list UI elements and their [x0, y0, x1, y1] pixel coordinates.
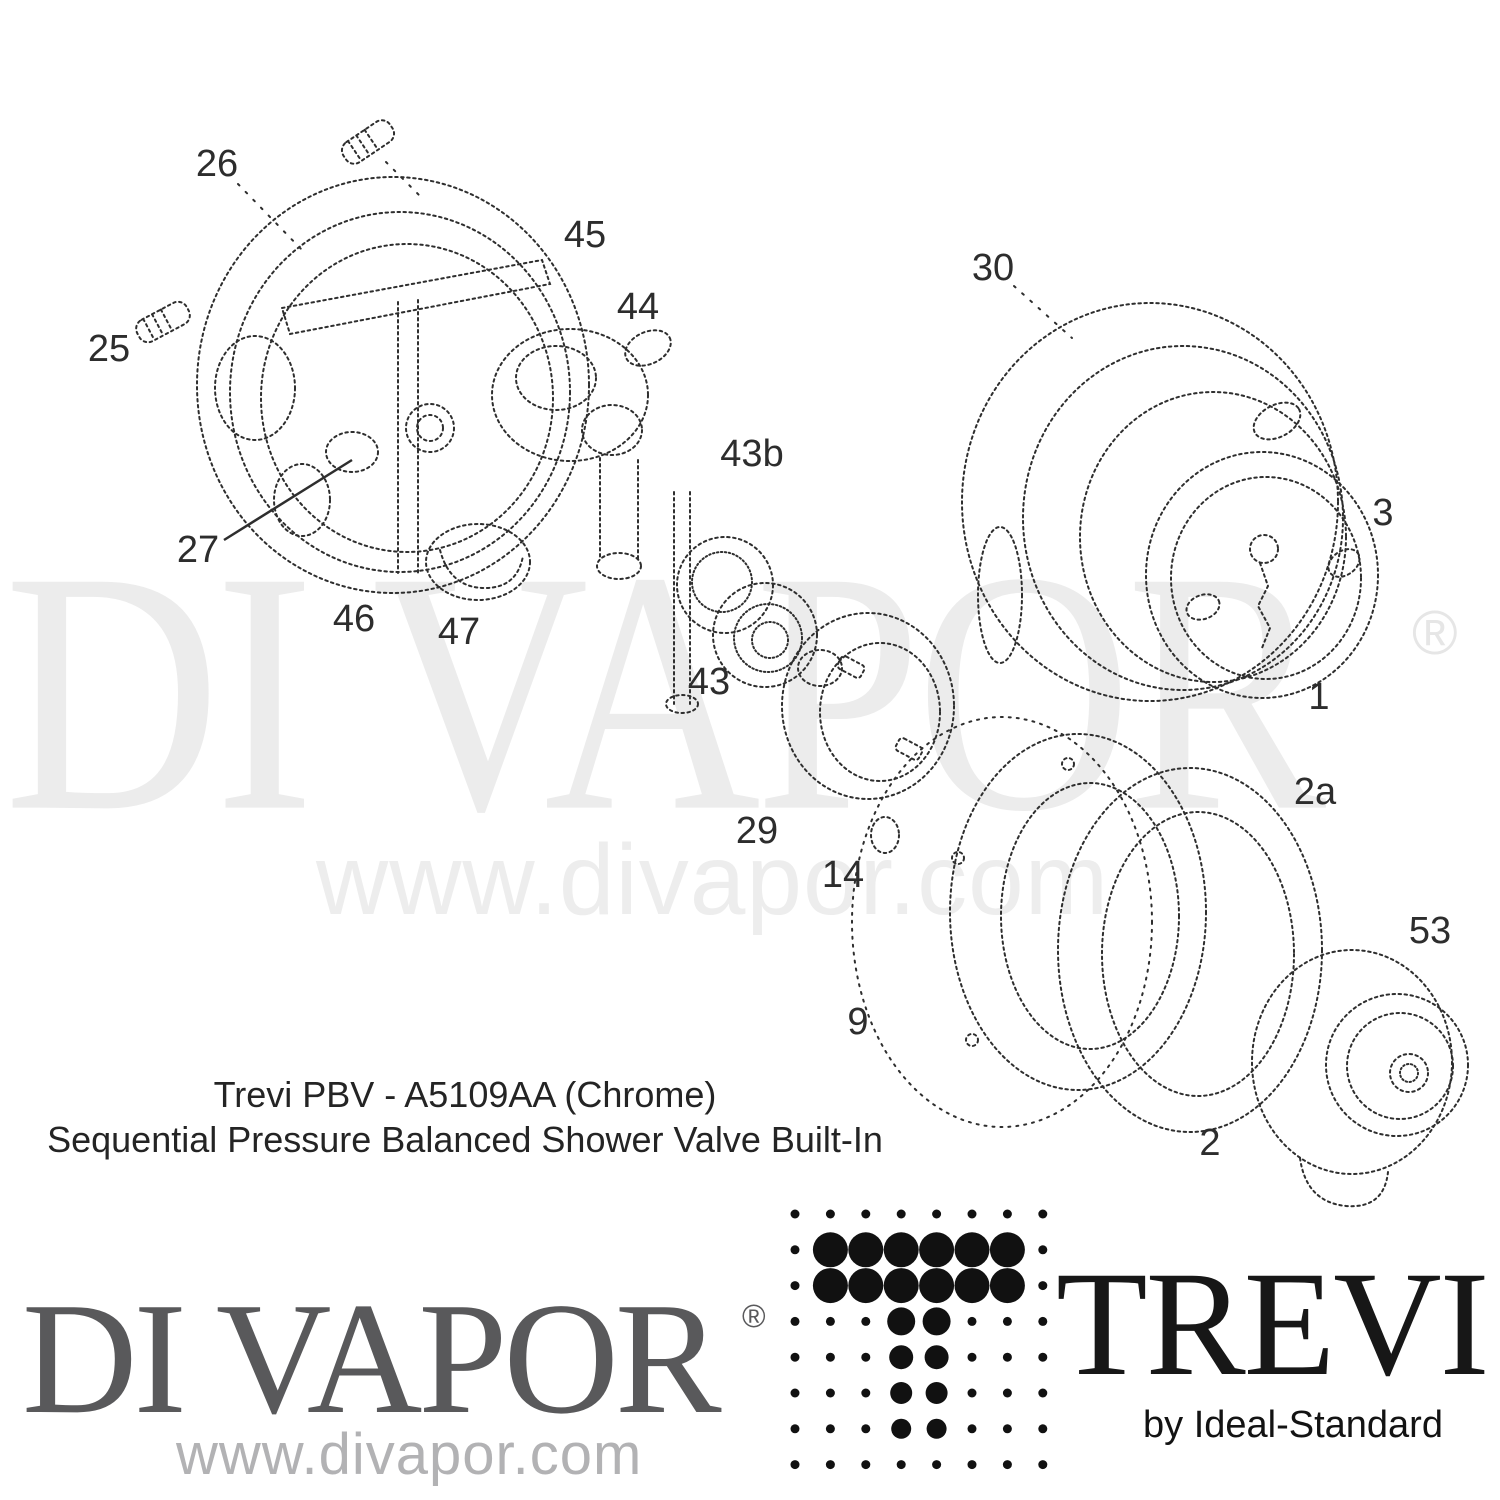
part-labels: 26 25 45 44 43b 30 3 1 2a 27 46 47 43 29…: [88, 143, 1451, 1164]
part-label-46: 46: [333, 598, 375, 640]
cartridge-group: [491, 328, 843, 714]
part-label-2a: 2a: [1294, 771, 1337, 813]
housing-30-group: [961, 302, 1379, 702]
watermark-registered-icon: ®: [1412, 599, 1458, 668]
caption-product-subtitle: Sequential Pressure Balanced Shower Valv…: [47, 1119, 883, 1160]
part-label-53: 53: [1409, 910, 1451, 952]
watermark-divapor-text: DI VAPOR: [4, 500, 1326, 883]
diagram-caption: Trevi PBV - A5109AA (Chrome) Sequential …: [10, 1072, 920, 1162]
screw-icon-25: [135, 300, 191, 344]
trevi-byline-text: by Ideal-Standard: [1143, 1404, 1443, 1446]
part-label-45: 45: [564, 214, 606, 256]
part-label-47: 47: [438, 611, 480, 653]
trevi-logo-text: TREVI: [1056, 1241, 1490, 1407]
part-label-1: 1: [1308, 676, 1329, 718]
part-label-14: 14: [822, 854, 864, 896]
part-label-26: 26: [196, 143, 238, 185]
ring-29-group: [781, 612, 955, 854]
part-label-43b: 43b: [720, 433, 783, 475]
screw-icon-top: [340, 119, 396, 165]
part-label-25: 25: [88, 328, 130, 370]
bottom-rings-group: [851, 716, 1323, 1133]
part-label-9: 9: [847, 1001, 868, 1043]
divapor-url-text: www.divapor.com: [176, 1422, 643, 1487]
part-label-43: 43: [688, 661, 730, 703]
divapor-registered-icon: ®: [742, 1298, 766, 1334]
backplate-group: [196, 176, 590, 601]
part-label-27: 27: [177, 529, 219, 571]
divapor-logo-text: DI VAPOR: [22, 1269, 722, 1447]
part-label-29: 29: [736, 810, 778, 852]
watermark-url-text: www.divapor.com: [316, 824, 1110, 936]
caption-product-title: Trevi PBV - A5109AA (Chrome): [213, 1074, 717, 1115]
trevi-dot-logo: [790, 1209, 1048, 1470]
part-label-30: 30: [972, 247, 1014, 289]
leader-dots: [237, 161, 1073, 339]
part-label-2: 2: [1199, 1122, 1220, 1164]
part-label-44: 44: [617, 286, 659, 328]
leader-line-27: [223, 458, 353, 542]
part-label-3: 3: [1372, 492, 1393, 534]
knob-53-group: [1251, 949, 1469, 1208]
